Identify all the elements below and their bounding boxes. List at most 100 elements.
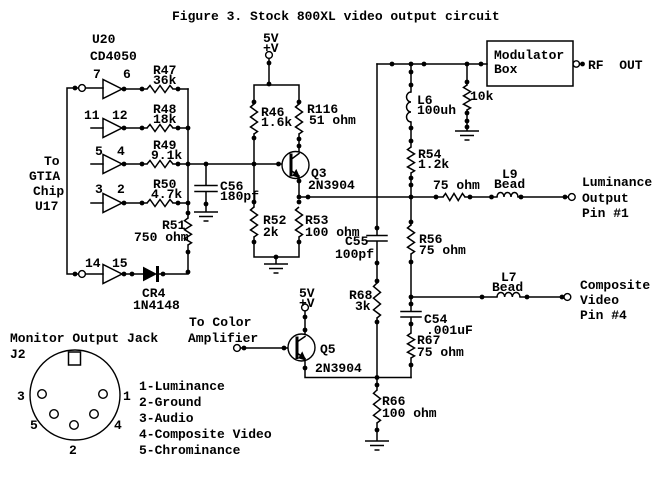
label-luminance-1: Luminance — [582, 175, 652, 190]
label-color-amp-1: To Color — [189, 315, 251, 330]
label-luminance-3: Pin #1 — [582, 206, 629, 221]
label-color-amp-2: Amplifier — [188, 331, 258, 346]
label-r47-val: 36k — [153, 73, 177, 88]
pin-15: 15 — [112, 256, 128, 271]
jack-pin4-hole — [88, 409, 99, 420]
label-composite-3: Pin #4 — [580, 308, 627, 323]
transistor-q3 — [281, 150, 310, 198]
label-r56-ref: R56 — [419, 232, 443, 247]
resistor-r116 — [294, 103, 304, 135]
label-cd4050: CD4050 — [90, 49, 137, 64]
label-l7-ref: L7 — [501, 270, 517, 285]
label-r48-val: 18k — [153, 112, 177, 127]
label-r67-ref: R67 — [417, 333, 440, 348]
label-q5-part: 2N3904 — [315, 361, 362, 376]
label-r48-ref: R48 — [153, 102, 177, 117]
label-75ohm-series: 75 ohm — [433, 178, 480, 193]
label-r49-ref: R49 — [153, 138, 177, 153]
inverter-3 — [103, 155, 122, 174]
pin-14: 14 — [85, 256, 101, 271]
ground-c56 — [193, 211, 219, 222]
luminance-terminal — [567, 192, 576, 202]
resistor-r68 — [372, 282, 382, 319]
resistor-r54 — [406, 146, 416, 174]
inverter-1 — [103, 80, 122, 99]
jack-key-notch — [67, 351, 82, 366]
input-terminal-top — [77, 83, 87, 93]
ground-10k — [454, 130, 480, 141]
legend-4: 4-Composite Video — [139, 427, 272, 442]
label-r66-ref: R66 — [382, 394, 406, 409]
legend-5: 5-Chrominance — [139, 443, 241, 458]
pin-4: 4 — [117, 144, 125, 159]
capacitor-c56 — [193, 164, 219, 222]
ground-r66 — [364, 440, 390, 451]
label-5v-1: 5V — [263, 31, 279, 46]
label-r68-ref: R68 — [349, 288, 373, 303]
label-composite-1: Composite — [580, 278, 650, 293]
pin-12: 12 — [112, 108, 128, 123]
label-r53-ref: R53 — [305, 213, 329, 228]
ground-r52-r53 — [263, 263, 289, 274]
label-plusv-1: +V — [263, 41, 279, 56]
jack-title: Monitor Output Jack — [10, 331, 158, 346]
label-c54-ref: C54 — [424, 312, 448, 327]
label-r46-val: 1.6k — [261, 115, 292, 130]
jack-pin1-label: 1 — [123, 389, 131, 404]
jack-pin1-hole — [97, 389, 108, 400]
label-q3-ref: Q3 — [311, 166, 327, 181]
rf-terminal — [572, 60, 581, 68]
label-cr4-ref: CR4 — [142, 286, 166, 301]
label-gtia-2: GTIA — [29, 169, 60, 184]
resistor-r53 — [294, 206, 304, 238]
label-r68-val: 3k — [355, 299, 371, 314]
label-c55-ref: C55 — [345, 234, 369, 249]
label-modulator-1: Modulator — [494, 48, 564, 63]
label-r66-val: 100 ohm — [382, 406, 437, 421]
composite-terminal — [563, 292, 572, 302]
label-5v-2: 5V — [299, 286, 315, 301]
label-u20: U20 — [92, 32, 116, 47]
label-l7-val: Bead — [492, 280, 523, 295]
jack-ref: J2 — [10, 347, 26, 362]
label-c56-val: 180pf — [220, 189, 259, 204]
resistor-r56 — [406, 224, 416, 255]
jack-pin3-hole — [37, 389, 48, 400]
wiring — [29, 40, 583, 451]
label-modulator-2: Box — [494, 62, 518, 77]
jack-pin5-hole — [49, 409, 60, 420]
label-r54-val: 1.2k — [418, 157, 449, 172]
label-plusv-2: +V — [299, 296, 315, 311]
label-r56-val: 75 ohm — [419, 243, 466, 258]
q3-body — [281, 150, 310, 180]
resistor-75ohm-series — [442, 192, 466, 202]
jack-pin2-label: 2 — [69, 443, 77, 458]
supply-5v-q3 — [249, 50, 304, 274]
label-r47-ref: R47 — [153, 63, 176, 78]
jack-pin3-label: 3 — [17, 389, 25, 404]
pin-6: 6 — [123, 67, 131, 82]
inverter-buffers-u20 — [103, 80, 122, 284]
label-10k: 10k — [470, 89, 494, 104]
label-r52-val: 2k — [263, 225, 279, 240]
label-c56-ref: C56 — [220, 179, 244, 194]
label-r54-ref: R54 — [418, 147, 442, 162]
q3-emitter-arrow — [292, 168, 301, 179]
inductor-l6 — [405, 91, 412, 123]
labels: Figure 3. Stock 800XL video output circu… — [10, 9, 652, 458]
jack-pin4-label: 4 — [114, 418, 122, 433]
label-r52-ref: R52 — [263, 213, 287, 228]
label-gtia-3: Chip — [33, 184, 64, 199]
legend-1: 1-Luminance — [139, 379, 225, 394]
label-c55-val: 100pf — [335, 247, 374, 262]
label-l9-val: Bead — [494, 177, 525, 192]
legend-2: 2-Ground — [139, 395, 201, 410]
label-r46-ref: R46 — [261, 105, 285, 120]
label-l9-ref: L9 — [502, 167, 518, 182]
inverter-4 — [103, 194, 122, 213]
label-r50-ref: R50 — [153, 177, 177, 192]
junction-dots — [72, 60, 585, 433]
label-r49-val: 9.1k — [151, 148, 182, 163]
